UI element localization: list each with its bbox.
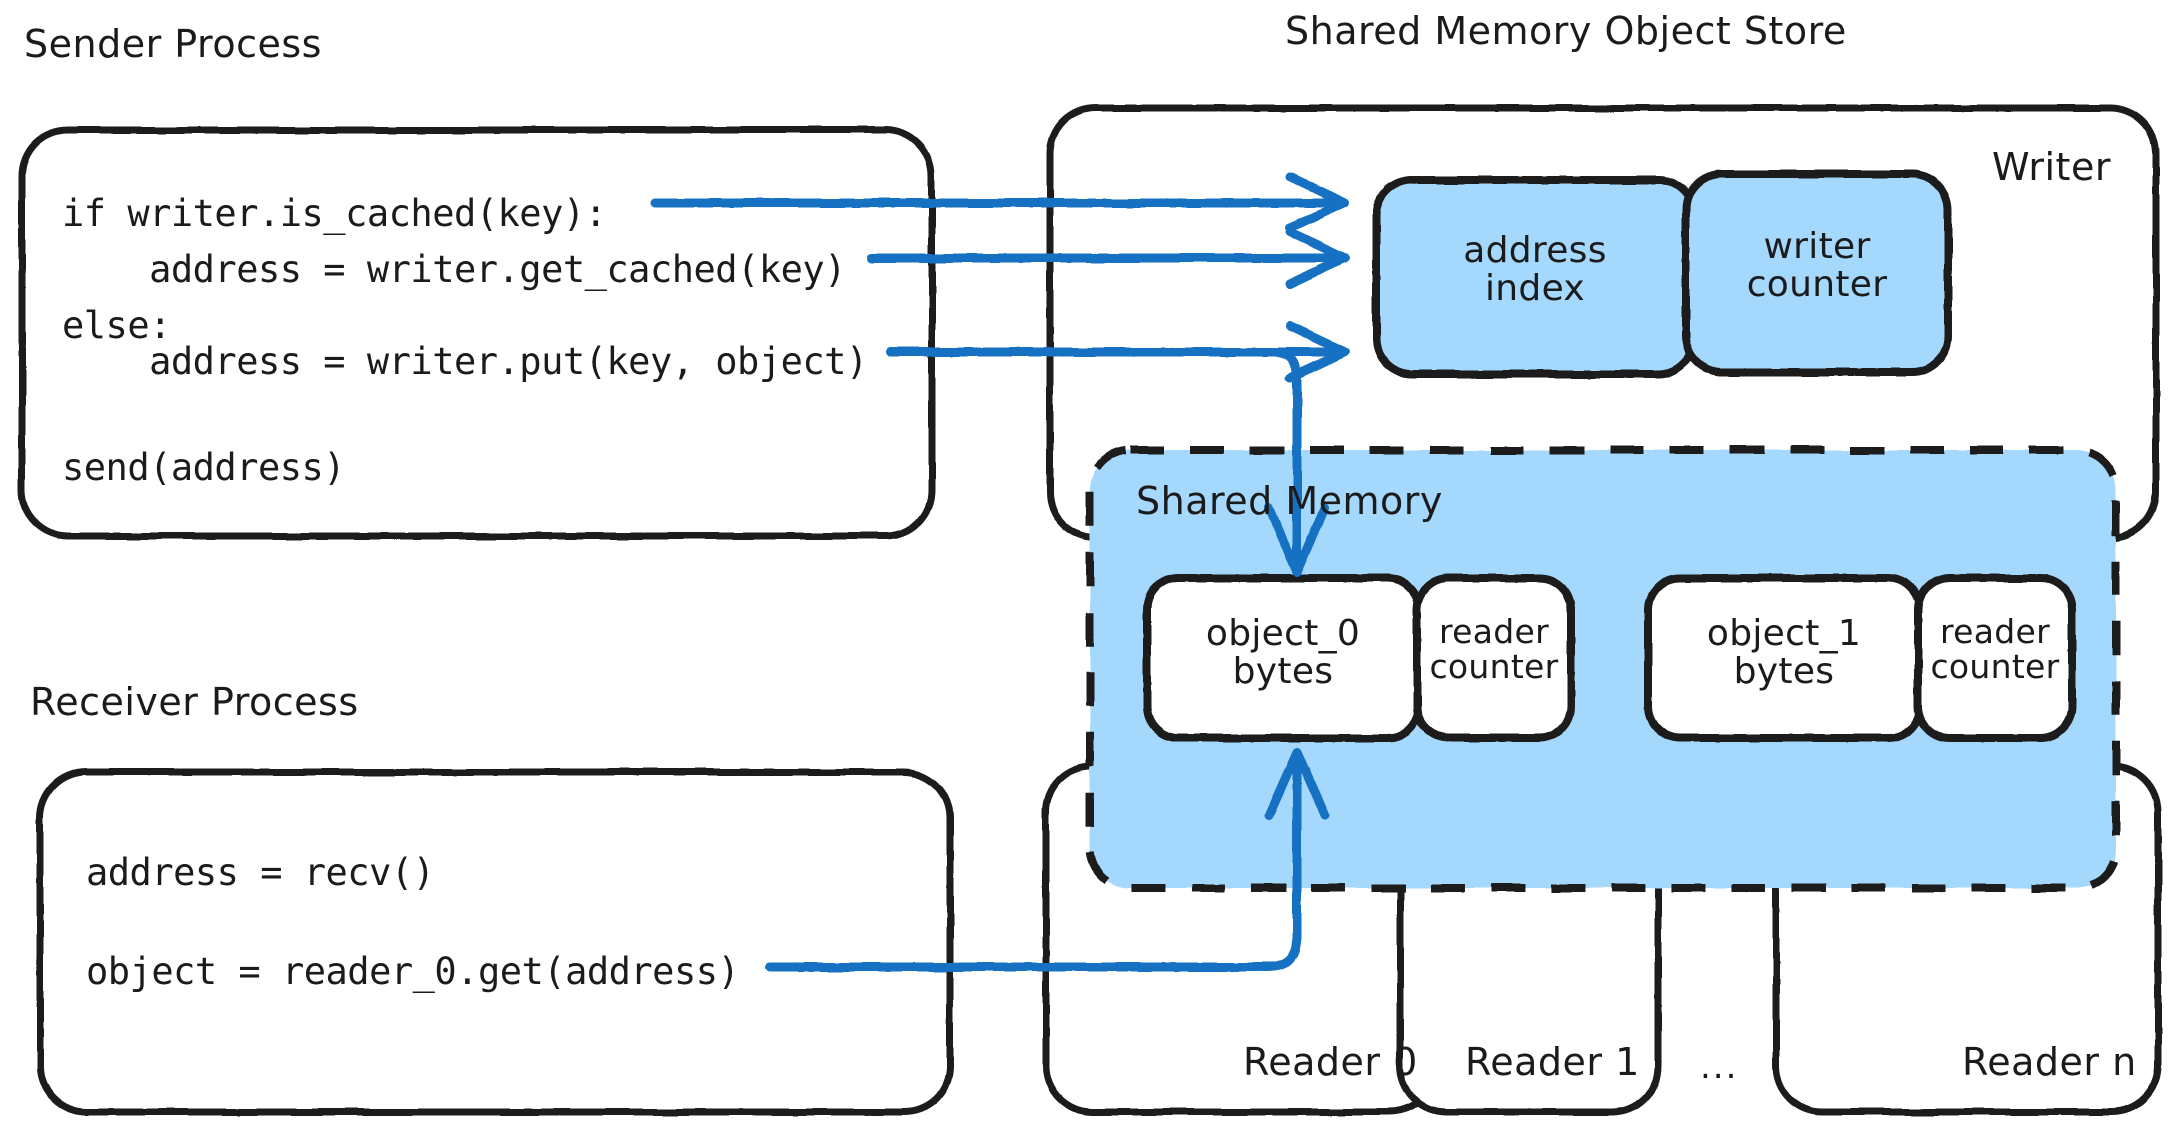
object-1-reader-counter-box <box>1914 574 2076 742</box>
sender-code-line-3: address = writer.put(key, object) <box>62 340 868 383</box>
writer-counter-box <box>1682 170 1952 376</box>
arrow-get-cached-head <box>1285 227 1350 289</box>
store-title: Shared Memory Object Store <box>1285 9 1847 53</box>
address-index-label: address index <box>1463 230 1607 309</box>
sender-process-box <box>18 126 936 540</box>
object-1-bytes-label: object_1 bytes <box>1706 613 1862 692</box>
receiver-code-line-2: object = reader_0.get(address) <box>86 950 740 993</box>
reader-n-label: Reader n <box>1962 1040 2137 1084</box>
sender-code-line-0: if writer.is_cached(key): <box>62 192 607 235</box>
arrow-reader-get <box>765 753 1302 972</box>
sender-code-line-5: send(address) <box>62 446 346 489</box>
receiver-process-box <box>36 768 954 1116</box>
arrow-put-branch-head <box>1264 503 1330 577</box>
writer-counter-label: writer counter <box>1746 226 1888 305</box>
arrow-put-head <box>1285 321 1350 383</box>
sender-code-line-2: else: <box>62 304 171 347</box>
object-0-bytes-label: object_0 bytes <box>1205 613 1361 692</box>
shared-memory-region <box>1086 446 2120 892</box>
reader-1-label: Reader 1 <box>1465 1040 1640 1084</box>
arrow-put-branch-to-object0 <box>1270 347 1302 571</box>
receiver-process-title: Receiver Process <box>30 680 359 724</box>
object-1-reader-counter-label: reader counter <box>1930 612 2060 686</box>
sender-process-title: Sender Process <box>24 22 322 66</box>
shared-memory-label: Shared Memory <box>1136 479 1443 523</box>
object-0-reader-counter-label: reader counter <box>1429 612 1559 686</box>
arrow-reader-get-head <box>1264 747 1330 820</box>
writer-label: Writer <box>1992 145 2111 189</box>
reader-0-label: Reader 0 <box>1243 1040 1418 1084</box>
readers-ellipsis-label: ... <box>1700 1047 1739 1087</box>
object-0-reader-counter-box <box>1413 574 1575 742</box>
receiver-code-line-0: address = recv() <box>86 851 435 894</box>
sender-code-line-1: address = writer.get_cached(key) <box>62 248 846 291</box>
arrow-is-cached-head <box>1285 172 1350 233</box>
